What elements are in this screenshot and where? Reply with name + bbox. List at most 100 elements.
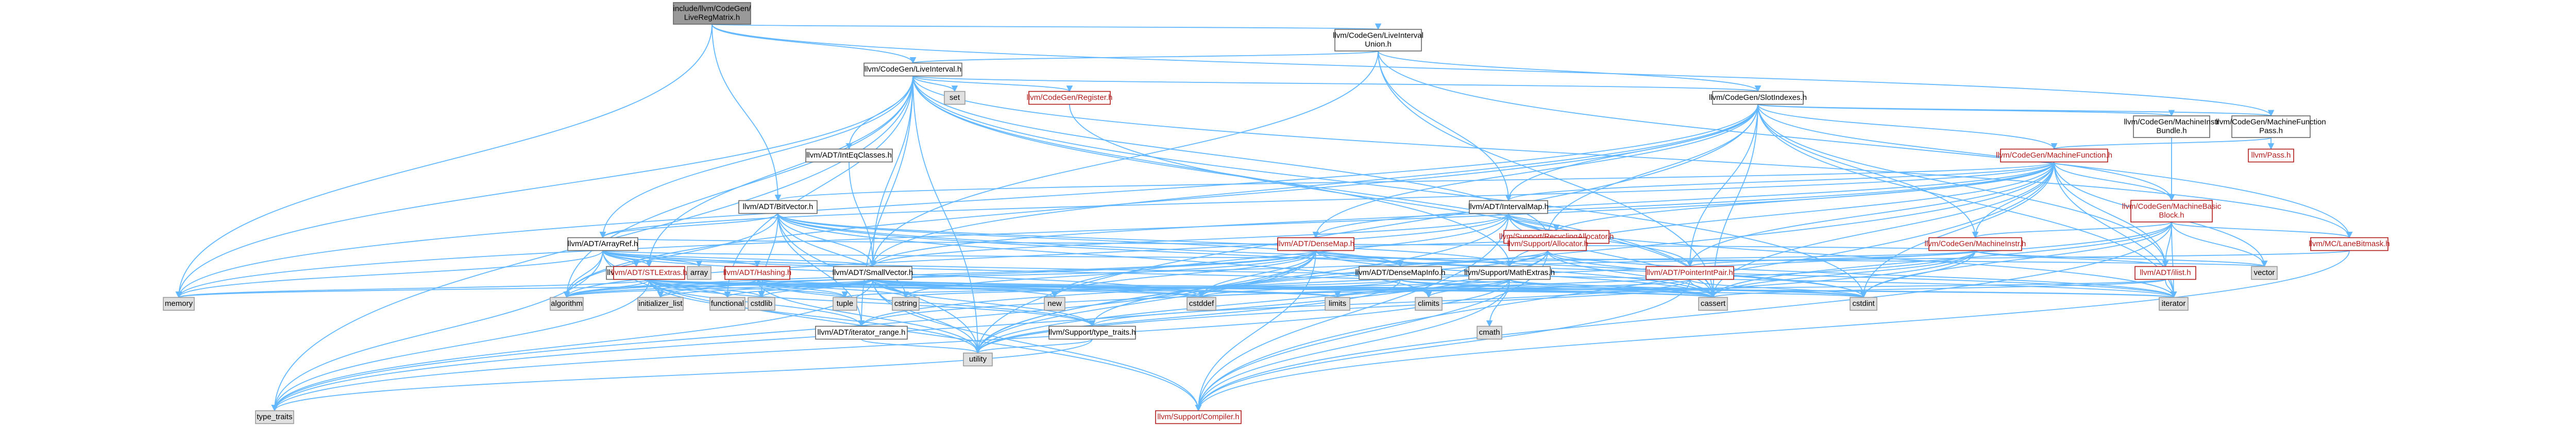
edge-mbb-to-lane_bitmask (2171, 221, 2353, 238)
node-box (1044, 297, 1065, 311)
edge-smallvector-to-compiler (872, 279, 1202, 411)
node-densemapinfo[interactable]: llvm/ADT/DenseMapInfo.h (1355, 266, 1446, 280)
edge-smallvector-to-initializer_list (657, 279, 873, 298)
edge-machine_instr-to-densemapinfo (1397, 250, 1976, 267)
node-root[interactable]: include/llvm/CodeGen/LiveRegMatrix.h (673, 2, 752, 25)
node-box (815, 325, 908, 340)
node-set[interactable]: set (944, 91, 965, 105)
node-tuple[interactable]: tuple (833, 297, 857, 311)
node-label: array (690, 268, 708, 277)
edge-bitvector-to-cassert (777, 213, 1717, 298)
edge-densemap-to-iterator (1315, 250, 2177, 298)
node-box (2310, 237, 2388, 251)
node-label: cstdint (1852, 299, 1875, 308)
edge-machine_instr-to-utility (974, 250, 1976, 354)
edge-bitvector-to-smallvector (777, 213, 876, 267)
edge-hashing-to-cstring (757, 279, 909, 298)
node-cstdint[interactable]: cstdint (1850, 297, 1877, 311)
node-bitvector[interactable]: llvm/ADT/BitVector.h (738, 200, 818, 214)
edge-machine_instr-to-cassert (1709, 250, 1976, 298)
node-box (1468, 266, 1551, 280)
node-pass[interactable]: llvm/Pass.h (2248, 148, 2294, 163)
node-pointerintpair[interactable]: llvm/ADT/PointerIntPair.h (1646, 266, 1734, 280)
node-lane-bitmask[interactable]: llvm/MC/LaneBitmask.h (2309, 237, 2390, 251)
node-register[interactable]: llvm/CodeGen/Register.h (1027, 91, 1113, 105)
edge-stlextras-to-functional (649, 279, 731, 298)
edge-interval_map-to-algorithm (563, 213, 1509, 298)
edge-interval_map-to-iterator (1508, 213, 2177, 298)
node-slot-indexes[interactable]: llvm/CodeGen/SlotIndexes.h (1709, 91, 1807, 105)
node-algorithm[interactable]: algorithm (550, 297, 584, 311)
node-functional[interactable]: functional (709, 297, 745, 311)
node-label: Pass.h (2259, 126, 2283, 135)
edge-mbb-to-compiler (1195, 221, 2172, 411)
node-initializer-list[interactable]: initializer_list (637, 297, 684, 311)
node-live-interval[interactable]: llvm/CodeGen/LiveInterval.h (863, 62, 962, 77)
edge-allocator-to-compiler (1195, 250, 1548, 411)
node-cassert[interactable]: cassert (1698, 297, 1728, 311)
edge-mf-to-densemap (1312, 162, 2055, 238)
node-interval-map[interactable]: llvm/ADT/IntervalMap.h (1468, 200, 1549, 214)
node-utility[interactable]: utility (963, 352, 993, 367)
node-hashing[interactable]: llvm/ADT/Hashing.h (723, 266, 792, 280)
node-label: llvm/ADT/iterator_range.h (818, 328, 906, 337)
node-box (2251, 266, 2278, 280)
node-label: memory (165, 299, 193, 308)
node-box (892, 297, 920, 311)
node-allocator[interactable]: llvm/Support/Allocator.h (1507, 237, 1588, 251)
node-ilist[interactable]: llvm/ADT/ilist.h (2134, 266, 2196, 280)
edge-live_interval-to-arrayref (599, 76, 913, 238)
edge-mathextras-to-cstring (903, 279, 1510, 298)
node-type-traits[interactable]: type_traits (255, 410, 294, 424)
node-box (833, 297, 857, 311)
node-climits[interactable]: climits (1415, 297, 1443, 311)
node-box (1359, 266, 1442, 280)
node-array[interactable]: array (687, 266, 711, 280)
node-stlextras[interactable]: llvm/ADT/STLExtras.h (611, 266, 687, 280)
node-type-traits-h[interactable]: llvm/Support/type_traits.h (1048, 325, 1136, 340)
node-label: llvm/ADT/PointerIntPair.h (1647, 268, 1733, 277)
node-cmath[interactable]: cmath (1477, 325, 1502, 340)
node-box (1698, 297, 1728, 311)
node-mf[interactable]: llvm/CodeGen/MachineFunction.h (1996, 148, 2112, 163)
edge-pointerintpair-to-limits (1334, 279, 1690, 298)
node-box (1477, 325, 1502, 340)
edge-densemap-to-cstddef (1198, 250, 1316, 298)
edge-slot_indexes-to-mf_pass (1757, 104, 2274, 117)
node-smallvector[interactable]: llvm/ADT/SmallVector.h (833, 266, 913, 280)
edge-densemapinfo-to-cstddef (1198, 279, 1401, 298)
node-iterator-range[interactable]: llvm/ADT/iterator_range.h (815, 325, 908, 340)
node-vector[interactable]: vector (2251, 266, 2278, 280)
node-cstring[interactable]: cstring (892, 297, 920, 311)
node-densemap[interactable]: llvm/ADT/DenseMap.h (1277, 237, 1354, 251)
node-mathextras[interactable]: llvm/Support/MathExtras.h (1464, 266, 1555, 280)
node-box (1048, 325, 1136, 340)
node-label: set (950, 93, 960, 102)
edge-lis_union-to-slot_indexes (1378, 50, 1761, 92)
node-label: llvm/CodeGen/MachineInstr (2124, 117, 2219, 126)
edge-root-to-bitvector (711, 24, 782, 201)
node-arrayref[interactable]: llvm/ADT/ArrayRef.h (567, 237, 638, 251)
node-int-eq[interactable]: llvm/ADT/IntEqClasses.h (805, 148, 893, 163)
edge-mf-to-memory (176, 162, 2055, 298)
edge-lis_union-to-lane_bitmask (1378, 50, 2353, 238)
edge-mbb-to-machine_instr (1972, 221, 2172, 238)
node-label: llvm/ADT/SmallVector.h (833, 268, 913, 277)
node-memory[interactable]: memory (163, 297, 195, 311)
node-compiler[interactable]: llvm/Support/Compiler.h (1155, 410, 1242, 424)
node-new[interactable]: new (1044, 297, 1065, 311)
edge-mbb-to-vector (2171, 221, 2268, 267)
node-machine-instr[interactable]: llvm/CodeGen/MachineInstr.h (1925, 237, 2026, 251)
edge-stlextras-to-algorithm (563, 279, 650, 298)
node-label: llvm/CodeGen/SlotIndexes.h (1709, 93, 1807, 102)
node-iterator[interactable]: iterator (2159, 297, 2189, 311)
node-cstddef[interactable]: cstddef (1187, 297, 1216, 311)
edge-stlextras-to-memory (176, 279, 650, 298)
node-limits[interactable]: limits (1325, 297, 1350, 311)
node-cstdlib[interactable]: cstdlib (748, 297, 775, 311)
